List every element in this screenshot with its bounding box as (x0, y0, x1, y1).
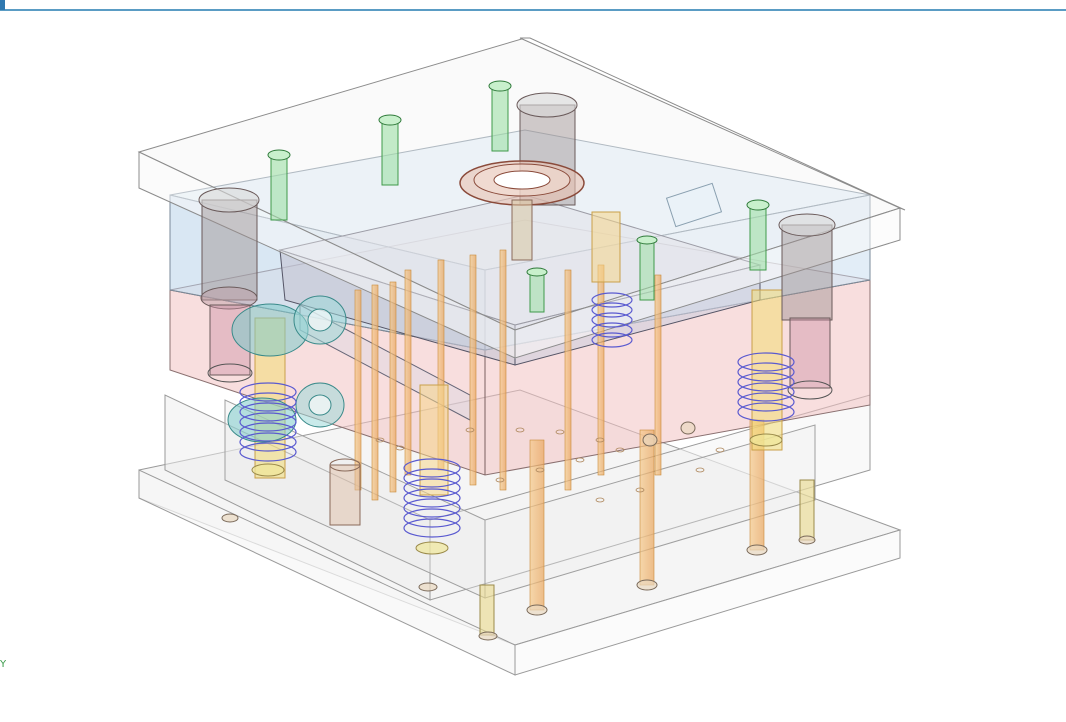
side-cylinder[interactable] (665, 182, 723, 228)
active-view-marker (0, 0, 5, 10)
pin-heads[interactable] (221, 421, 816, 641)
viewport-top-border (0, 0, 1066, 11)
axis-label-y: Y (0, 659, 7, 670)
support-pillars[interactable] (251, 433, 815, 636)
water-fittings[interactable] (227, 295, 347, 443)
locating-ring[interactable] (459, 160, 585, 261)
vent-holes (375, 427, 725, 503)
guide-pins[interactable] (267, 80, 770, 313)
return-springs[interactable] (239, 292, 795, 538)
guide-bushings[interactable] (198, 92, 836, 526)
